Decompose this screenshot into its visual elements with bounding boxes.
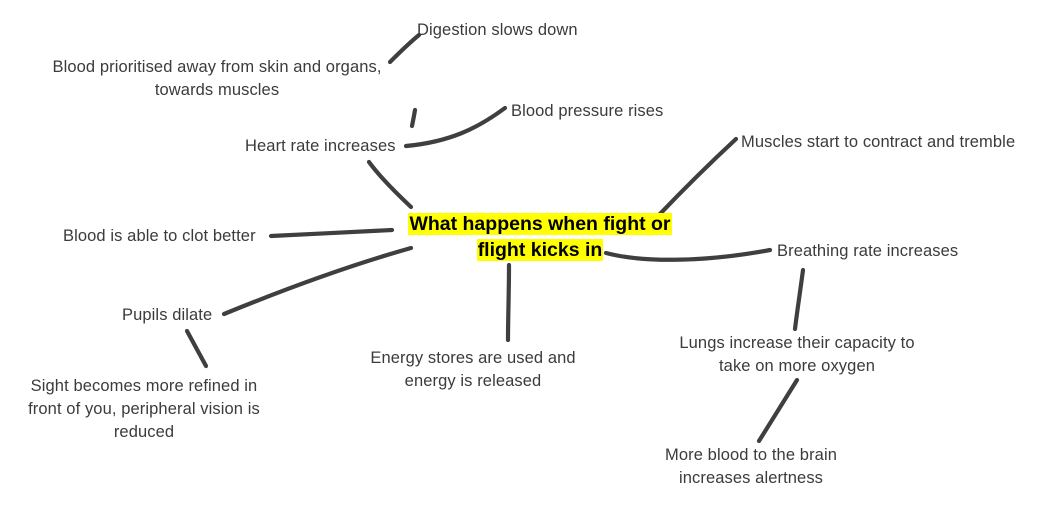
connector-energy	[505, 262, 512, 343]
branch-blood-clot: Blood is able to clot better	[63, 227, 256, 245]
connector-muscles	[655, 136, 739, 219]
branch-pupils: Pupils dilate	[122, 306, 213, 324]
connector-blood-prioritised	[409, 107, 418, 129]
branch-energy: Energy stores are used and energy is rel…	[370, 349, 576, 390]
branch-muscles: Muscles start to contract and tremble	[741, 133, 1016, 151]
connector-heart-rate	[366, 159, 414, 210]
center-node: What happens when fight or flight kicks …	[393, 212, 687, 263]
connector-blood-pressure	[403, 105, 508, 149]
branch-sight: Sight becomes more refined in front of y…	[28, 377, 260, 441]
branch-digestion: Digestion slows down	[417, 21, 578, 39]
branch-blood-pressure: Blood pressure rises	[511, 102, 664, 120]
connector-sight	[184, 328, 209, 369]
branch-breathing-rate: Breathing rate increases	[777, 242, 959, 260]
branch-brain-blood: More blood to the brain increases alertn…	[665, 446, 837, 487]
branch-heart-rate: Heart rate increases	[245, 137, 396, 155]
branch-lungs: Lungs increase their capacity to take on…	[679, 334, 915, 375]
center-node-line1: What happens when fight or	[408, 213, 672, 235]
connector-lungs	[792, 267, 806, 332]
connector-brain-blood	[756, 377, 800, 444]
center-node-line2: flight kicks in	[476, 238, 604, 261]
connector-pupils	[221, 245, 414, 317]
connector-blood-clot	[268, 227, 395, 239]
branch-blood-prioritised: Blood prioritised away from skin and org…	[52, 58, 382, 99]
